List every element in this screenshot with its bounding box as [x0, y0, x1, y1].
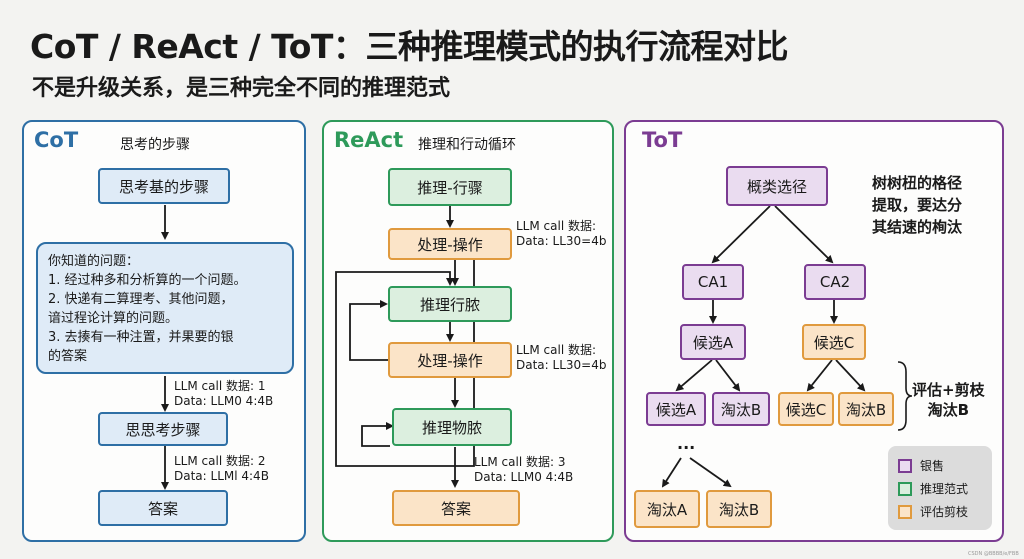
- tot-eval-label: 评估+剪枝 淘汰B: [912, 380, 985, 420]
- react-note-2-line-1: LLM call 数据:: [516, 343, 597, 357]
- tot-annotation-line: 提取，要达分: [872, 196, 963, 214]
- tot-eval-line-2: 淘汰B: [927, 401, 969, 419]
- tot-edge-c-leaf4: [835, 359, 866, 392]
- tot-leaf-1: 候选A: [646, 392, 706, 426]
- react-act-2: 处理-操作: [388, 342, 512, 378]
- cot-question-line: 2. 快递有二算理考、其他问题，: [48, 292, 234, 307]
- tot-leaf-2: 淘汰B: [712, 392, 770, 426]
- watermark-credit: CSDN @BBBB/e/FBB: [968, 551, 1019, 557]
- cot-note-1: LLM call 数据: 1 Data: LLM0 4:4B: [174, 379, 273, 409]
- tot-edge-a-leaf2: [715, 359, 741, 392]
- react-answer: 答案: [392, 490, 520, 526]
- cot-step-2: 思思考步骤: [98, 412, 228, 446]
- cot-note-2: LLM call 数据: 2 Data: LLMl 4:4B: [174, 454, 269, 484]
- react-note-1-line-2: Data: LL30=4b: [516, 234, 607, 248]
- page-subtitle: 不是升级关系，是三种完全不同的推理范式: [32, 76, 451, 101]
- react-note-2: LLM call 数据: Data: LL30=4b: [516, 343, 606, 373]
- tot-annotation-line: 其结速的栒汰: [872, 218, 963, 236]
- legend-swatch: [898, 504, 912, 519]
- tot-bottom-1: 淘汰A: [634, 490, 700, 528]
- tot-candidate-a: 候选A: [680, 324, 746, 360]
- legend: 银售 推理范式 评估剪枝: [888, 446, 992, 530]
- react-note-1-line-1: LLM call 数据:: [516, 219, 597, 233]
- cot-question-line: 3. 去揍有一种注置，并果要的银: [48, 330, 234, 345]
- cot-question-box: 你知道的问题： 1. 经过种多和分析算的一个问题。 2. 快递有二算理考、其他问…: [36, 242, 294, 374]
- react-heading: ReAct: [334, 128, 404, 152]
- tot-ellipsis: ...: [677, 434, 696, 453]
- legend-label: 评估剪枝: [920, 505, 969, 519]
- cot-answer: 答案: [98, 490, 228, 526]
- cot-note-1-line-1: LLM call 数据: 1: [174, 379, 266, 393]
- tot-edge-dots-b1: [661, 457, 682, 488]
- cot-question-line: 1. 经过种多和分析算的一个问题。: [48, 273, 247, 288]
- legend-item: 推理范式: [898, 477, 982, 500]
- tot-ca2: CA2: [804, 264, 866, 300]
- react-loop-inner: [361, 422, 394, 447]
- react-note-1: LLM call 数据: Data: LL30=4b: [516, 219, 606, 249]
- tot-eval-line-1: 评估+剪枝: [912, 381, 985, 399]
- react-reason-2: 推理行脓: [388, 286, 512, 322]
- page-title: CoT / ReAct / ToT：三种推理模式的执行流程对比: [30, 27, 788, 66]
- react-note-2-line-2: Data: LL30=4b: [516, 358, 607, 372]
- tot-candidate-c: 候选C: [802, 324, 866, 360]
- tot-leaf-3: 候选C: [778, 392, 834, 426]
- legend-label: 银售: [920, 459, 945, 473]
- tot-ca1: CA1: [682, 264, 744, 300]
- tot-annotation: 树树杻的格径 提取，要达分 其结速的栒汰: [872, 172, 962, 238]
- eval-bracket: [897, 361, 913, 431]
- react-subheading: 推理和行动循环: [418, 137, 516, 153]
- cot-question-line: 你知道的问题：: [48, 254, 140, 269]
- cot-subheading: 思考的步骤: [120, 137, 190, 153]
- tot-annotation-line: 树树杻的格径: [872, 174, 963, 192]
- cot-note-2-line-1: LLM call 数据: 2: [174, 454, 266, 468]
- react-loop-mid: [349, 300, 388, 361]
- tot-heading: ToT: [642, 128, 683, 152]
- tot-edge-dots-b2: [689, 457, 732, 488]
- tot-root: 概类选径: [726, 166, 828, 206]
- react-reason-3: 推理物脓: [392, 408, 512, 446]
- react-note-3-line-2: Data: LLM0 4:4B: [474, 470, 574, 484]
- tot-edge-c-leaf3: [806, 359, 833, 392]
- cot-step-1: 思考基的步骤: [98, 168, 230, 204]
- cot-heading: CoT: [34, 128, 79, 152]
- legend-label: 推理范式: [920, 482, 969, 496]
- legend-item: 银售: [898, 454, 982, 477]
- legend-swatch: [898, 481, 912, 496]
- cot-question-line: 谙过程论计算的问题。: [48, 311, 179, 326]
- react-note-3: LLM call 数据: 3 Data: LLM0 4:4B: [474, 455, 573, 485]
- tot-leaf-4: 淘汰B: [838, 392, 894, 426]
- tot-edge-root-ca2: [774, 205, 834, 264]
- cot-note-2-line-2: Data: LLMl 4:4B: [174, 469, 269, 483]
- legend-item: 评估剪枝: [898, 500, 982, 523]
- cot-question-line: 的答案: [48, 349, 88, 364]
- react-reason-1: 推理-行骤: [388, 168, 512, 206]
- react-note-3-line-1: LLM call 数据: 3: [474, 455, 566, 469]
- cot-note-1-line-2: Data: LLM0 4:4B: [174, 394, 274, 408]
- tot-bottom-2: 淘汰B: [706, 490, 772, 528]
- tot-edge-root-ca1: [711, 205, 771, 264]
- react-act-1: 处理-操作: [388, 228, 512, 260]
- tot-edge-a-leaf1: [675, 359, 713, 392]
- legend-swatch: [898, 458, 912, 473]
